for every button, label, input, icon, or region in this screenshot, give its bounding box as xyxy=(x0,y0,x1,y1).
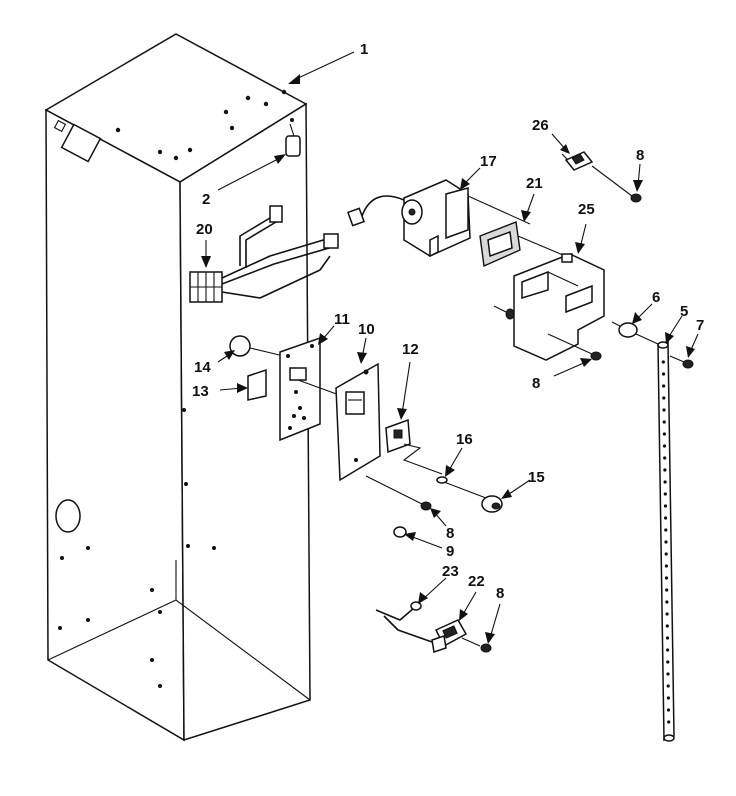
rail-hole xyxy=(666,708,671,712)
callout-8-low: 8 xyxy=(446,525,454,542)
rail-hole xyxy=(665,600,669,604)
cabinet-top-holes xyxy=(115,89,287,161)
rail-hole xyxy=(663,480,667,484)
rail-hole xyxy=(664,516,668,520)
rail-hole xyxy=(666,672,670,676)
callout-5: 5 xyxy=(680,303,688,320)
rail-hole xyxy=(662,384,666,388)
part-2-clip xyxy=(285,118,301,157)
callout-25: 25 xyxy=(578,201,595,218)
rail-hole xyxy=(664,528,668,532)
part-7-screw xyxy=(669,355,694,369)
rail-hole xyxy=(661,372,666,376)
rail-hole xyxy=(664,576,669,580)
rail-hole xyxy=(663,492,667,496)
callout-15: 15 xyxy=(528,469,545,486)
callout-10: 10 xyxy=(358,321,375,338)
part-6-bushing xyxy=(618,322,638,338)
part-10-plate xyxy=(335,362,381,482)
callout-16: 16 xyxy=(456,431,473,448)
rail-hole xyxy=(665,588,669,592)
screw-8-lower xyxy=(365,475,432,511)
callout-11: 11 xyxy=(334,311,350,328)
callout-8-mid: 8 xyxy=(532,375,540,392)
leader-lines xyxy=(201,51,699,644)
part-14-plug xyxy=(229,335,251,357)
callout-8-bottom: 8 xyxy=(496,585,504,602)
rail-hole xyxy=(664,552,668,556)
callout-labels: 1 2 5 6 7 8 8 8 8 9 10 11 12 13 14 15 16… xyxy=(192,41,704,602)
rail-hole xyxy=(663,456,667,460)
callout-7: 7 xyxy=(696,317,704,334)
callout-20: 20 xyxy=(196,221,213,238)
rail-hole xyxy=(665,624,669,628)
rail-hole xyxy=(665,612,669,616)
rail-hole xyxy=(665,636,670,640)
part-12-switch xyxy=(385,418,443,475)
rail-hole xyxy=(662,396,666,400)
cabinet-liner xyxy=(44,33,311,742)
callout-8-top: 8 xyxy=(636,147,644,164)
rail-hole xyxy=(662,444,667,448)
callout-21: 21 xyxy=(526,175,543,192)
part-13-pad xyxy=(247,368,267,401)
callout-12: 12 xyxy=(402,341,419,358)
callout-26: 26 xyxy=(532,117,549,134)
rail-hole xyxy=(663,504,668,508)
callout-2: 2 xyxy=(202,191,210,208)
callout-9: 9 xyxy=(446,543,454,560)
rail-hole xyxy=(666,648,670,652)
rail-hole xyxy=(664,564,669,568)
part-22-switch xyxy=(431,619,468,653)
part-16-spacer xyxy=(436,476,448,484)
callout-14: 14 xyxy=(194,359,211,376)
callout-1: 1 xyxy=(360,41,368,58)
rail-hole xyxy=(662,420,666,424)
part-26-clip xyxy=(561,151,594,171)
rail-hole xyxy=(667,720,671,724)
rail-hole xyxy=(666,660,670,664)
callout-13: 13 xyxy=(192,383,209,400)
callout-6: 6 xyxy=(652,289,660,306)
part-20-wire-harness xyxy=(189,205,339,303)
rail-hole xyxy=(662,432,667,436)
part-15-knob xyxy=(481,495,503,513)
cabinet-side-holes xyxy=(58,408,216,688)
callout-22: 22 xyxy=(468,573,485,590)
rail-hole xyxy=(664,540,668,544)
rail-hole xyxy=(666,696,671,700)
cover-screw xyxy=(493,305,515,320)
callout-23: 23 xyxy=(442,563,459,580)
rail-holes xyxy=(661,360,671,724)
part-17-housing xyxy=(347,179,531,258)
part-11-bracket xyxy=(279,336,343,442)
part-9-plug xyxy=(393,526,407,538)
part-25-cover xyxy=(513,253,605,361)
rail-hole xyxy=(663,468,667,472)
part-21-gasket xyxy=(479,221,521,268)
callout-17: 17 xyxy=(480,153,497,170)
part-23-connector xyxy=(375,601,433,643)
rail-hole xyxy=(662,408,666,412)
rail-hole xyxy=(661,360,665,364)
rail-hole xyxy=(666,684,670,688)
